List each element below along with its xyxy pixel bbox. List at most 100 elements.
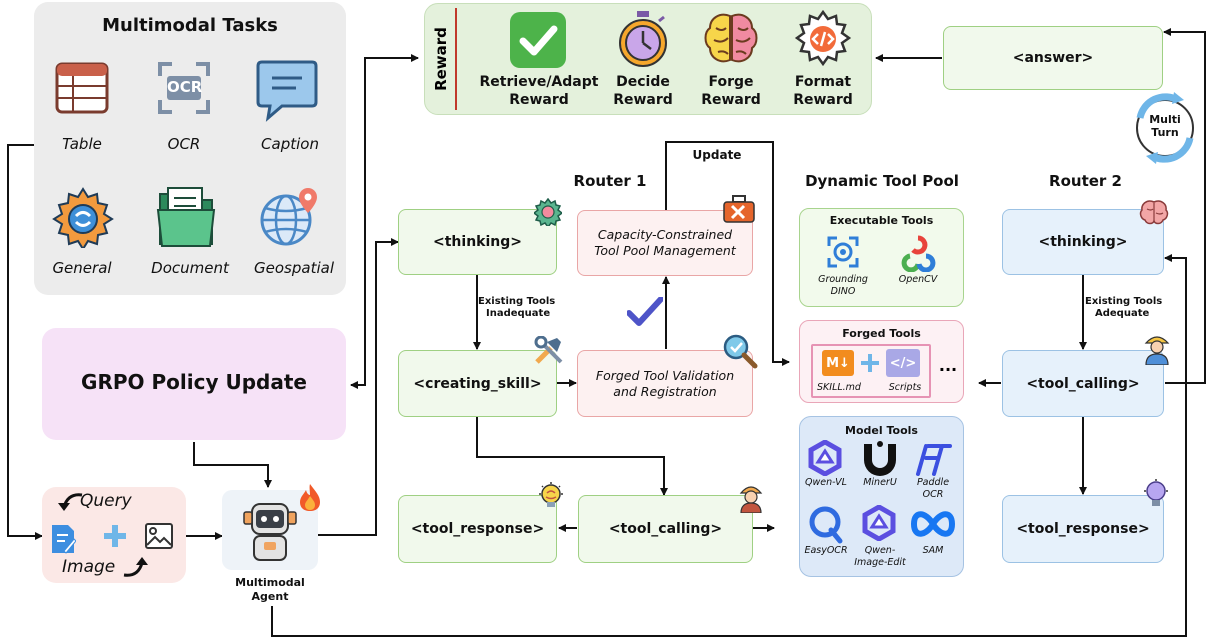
document-icon [156, 184, 218, 254]
task-label-general: General [52, 259, 112, 277]
code-glyph: </> [889, 355, 917, 371]
r1-thinking-box: <thinking> [398, 209, 557, 275]
forged-skill-label: SKILL.md [817, 382, 861, 393]
stopwatch-icon [615, 9, 671, 73]
tool-paddle-line1: Paddle [916, 477, 950, 488]
engineer-icon [1142, 331, 1172, 369]
ocr-icon [156, 60, 212, 120]
opencv-icon [900, 234, 936, 276]
reward-decide-line2: Reward [613, 92, 673, 108]
tool-grounding-line2: DINO [830, 286, 856, 297]
executable-tools-title: Executable Tools [829, 214, 934, 227]
arrow-tasks-to-input [7, 144, 43, 540]
image-arrow-icon [122, 557, 148, 583]
reward-label: Reward [432, 27, 450, 91]
magnifier-icon [722, 333, 758, 373]
grpo-label: GRPO Policy Update [81, 370, 307, 394]
agent-label-line2: Agent [251, 590, 289, 603]
r2-tool-response-box: <tool_response> [1002, 495, 1164, 563]
idea-brain-icon [537, 482, 565, 514]
code-icon: </> [886, 349, 920, 377]
reward-retrieve-line1: Retrieve/Adapt [479, 74, 599, 90]
forged-scripts-label: Scripts [888, 382, 922, 393]
image-label: Image [62, 557, 116, 577]
multi-turn-icon [1128, 90, 1202, 170]
paddle-ocr-icon [912, 440, 952, 480]
grounding-dino-icon [826, 235, 860, 273]
task-label-table: Table [62, 135, 102, 153]
capacity-management-box: Capacity-Constrained Tool Pool Managemen… [577, 210, 753, 276]
model-tools-title: Model Tools [845, 424, 918, 437]
router2-title: Router 2 [1049, 172, 1122, 190]
arrow-bottom-loop [271, 254, 1187, 637]
tool-pool-title: Dynamic Tool Pool [805, 172, 959, 190]
tool-paddle-line2: OCR [922, 489, 944, 500]
reward-decide-line1: Decide [616, 74, 670, 90]
capacity-line1: Capacity-Constrained [597, 227, 733, 243]
globe-icon [256, 184, 322, 254]
r2-thinking-box: <thinking> [1002, 209, 1164, 275]
inadequate-line1: Existing Tools [478, 296, 556, 307]
forged-validation-line1: Forged Tool Validation [595, 367, 735, 383]
code-gear-icon [794, 9, 852, 72]
qwen-image-edit-icon [860, 504, 898, 545]
tool-sam: SAM [922, 545, 944, 556]
agent-box [222, 484, 320, 570]
easyocr-icon [808, 505, 844, 549]
multimodal-tasks-panel: Multimodal Tasks Table OCR OCR Caption [34, 2, 346, 295]
reward-forge-line1: Forge [708, 74, 754, 90]
worker-icon [737, 481, 765, 517]
toolbox-icon [722, 194, 756, 228]
forged-tools-frame [811, 344, 931, 398]
tools-icon [533, 335, 565, 370]
caption-icon [256, 58, 318, 126]
executable-tools-box [799, 208, 964, 307]
reward-panel: Reward Retrieve/Adapt Reward Decide Rewa… [424, 3, 872, 115]
tool-qwen-vl: Qwen-VL [805, 477, 847, 488]
arrow-grpo-to-agent [193, 442, 272, 488]
answer-box: <answer> [943, 26, 1163, 90]
task-label-geospatial: Geospatial [254, 259, 334, 277]
arrow-agent-to-thinking [318, 238, 399, 536]
markdown-icon: M↓ [822, 350, 854, 376]
forged-validation-box: Forged Tool Validation and Registration [577, 350, 753, 417]
query-arrow-icon [58, 491, 84, 517]
query-document-icon [50, 523, 77, 559]
ocr-glyph: OCR [167, 78, 203, 96]
forged-validation-line2: and Registration [613, 383, 717, 399]
mineru-icon [860, 440, 900, 480]
r1-tool-calling-box: <tool_calling> [578, 495, 753, 563]
table-icon [54, 60, 110, 120]
reward-divider [455, 8, 457, 110]
adequate-line2: Adequate [1095, 308, 1150, 319]
tool-easyocr: EasyOCR [804, 545, 848, 556]
capacity-line2: Tool Pool Management [594, 243, 736, 258]
agent-label-line1: Multimodal [235, 576, 305, 589]
task-label-document: Document [151, 259, 229, 277]
input-panel: Query Image [42, 487, 186, 583]
fire-icon [298, 482, 322, 516]
arrow-creating-to-toolcalling [476, 417, 668, 496]
checkmark-icon [509, 11, 567, 73]
r1-tool-response-box: <tool_response> [398, 495, 557, 563]
tool-grounding-line1: Grounding [818, 274, 868, 285]
reward-format-line1: Format [794, 74, 852, 90]
router1-title: Router 1 [573, 172, 647, 190]
forged-plus-icon [860, 353, 880, 377]
multi-turn-line1: Multi [1149, 113, 1181, 126]
gear-icon [52, 186, 114, 252]
brain-icon [702, 10, 760, 72]
r1-creating-skill-box: <creating_skill> [398, 350, 557, 417]
sam-icon [910, 508, 956, 544]
plus-icon [102, 523, 128, 553]
query-label: Query [80, 491, 132, 511]
image-icon [144, 521, 174, 555]
update-label: Update [692, 148, 742, 162]
robot-icon [238, 496, 302, 570]
r2-brain-icon [1139, 199, 1169, 229]
reward-forge-line2: Reward [701, 92, 761, 108]
task-label-caption: Caption [261, 135, 319, 153]
gear-brain-icon [532, 197, 564, 230]
reward-format-line2: Reward [793, 92, 853, 108]
